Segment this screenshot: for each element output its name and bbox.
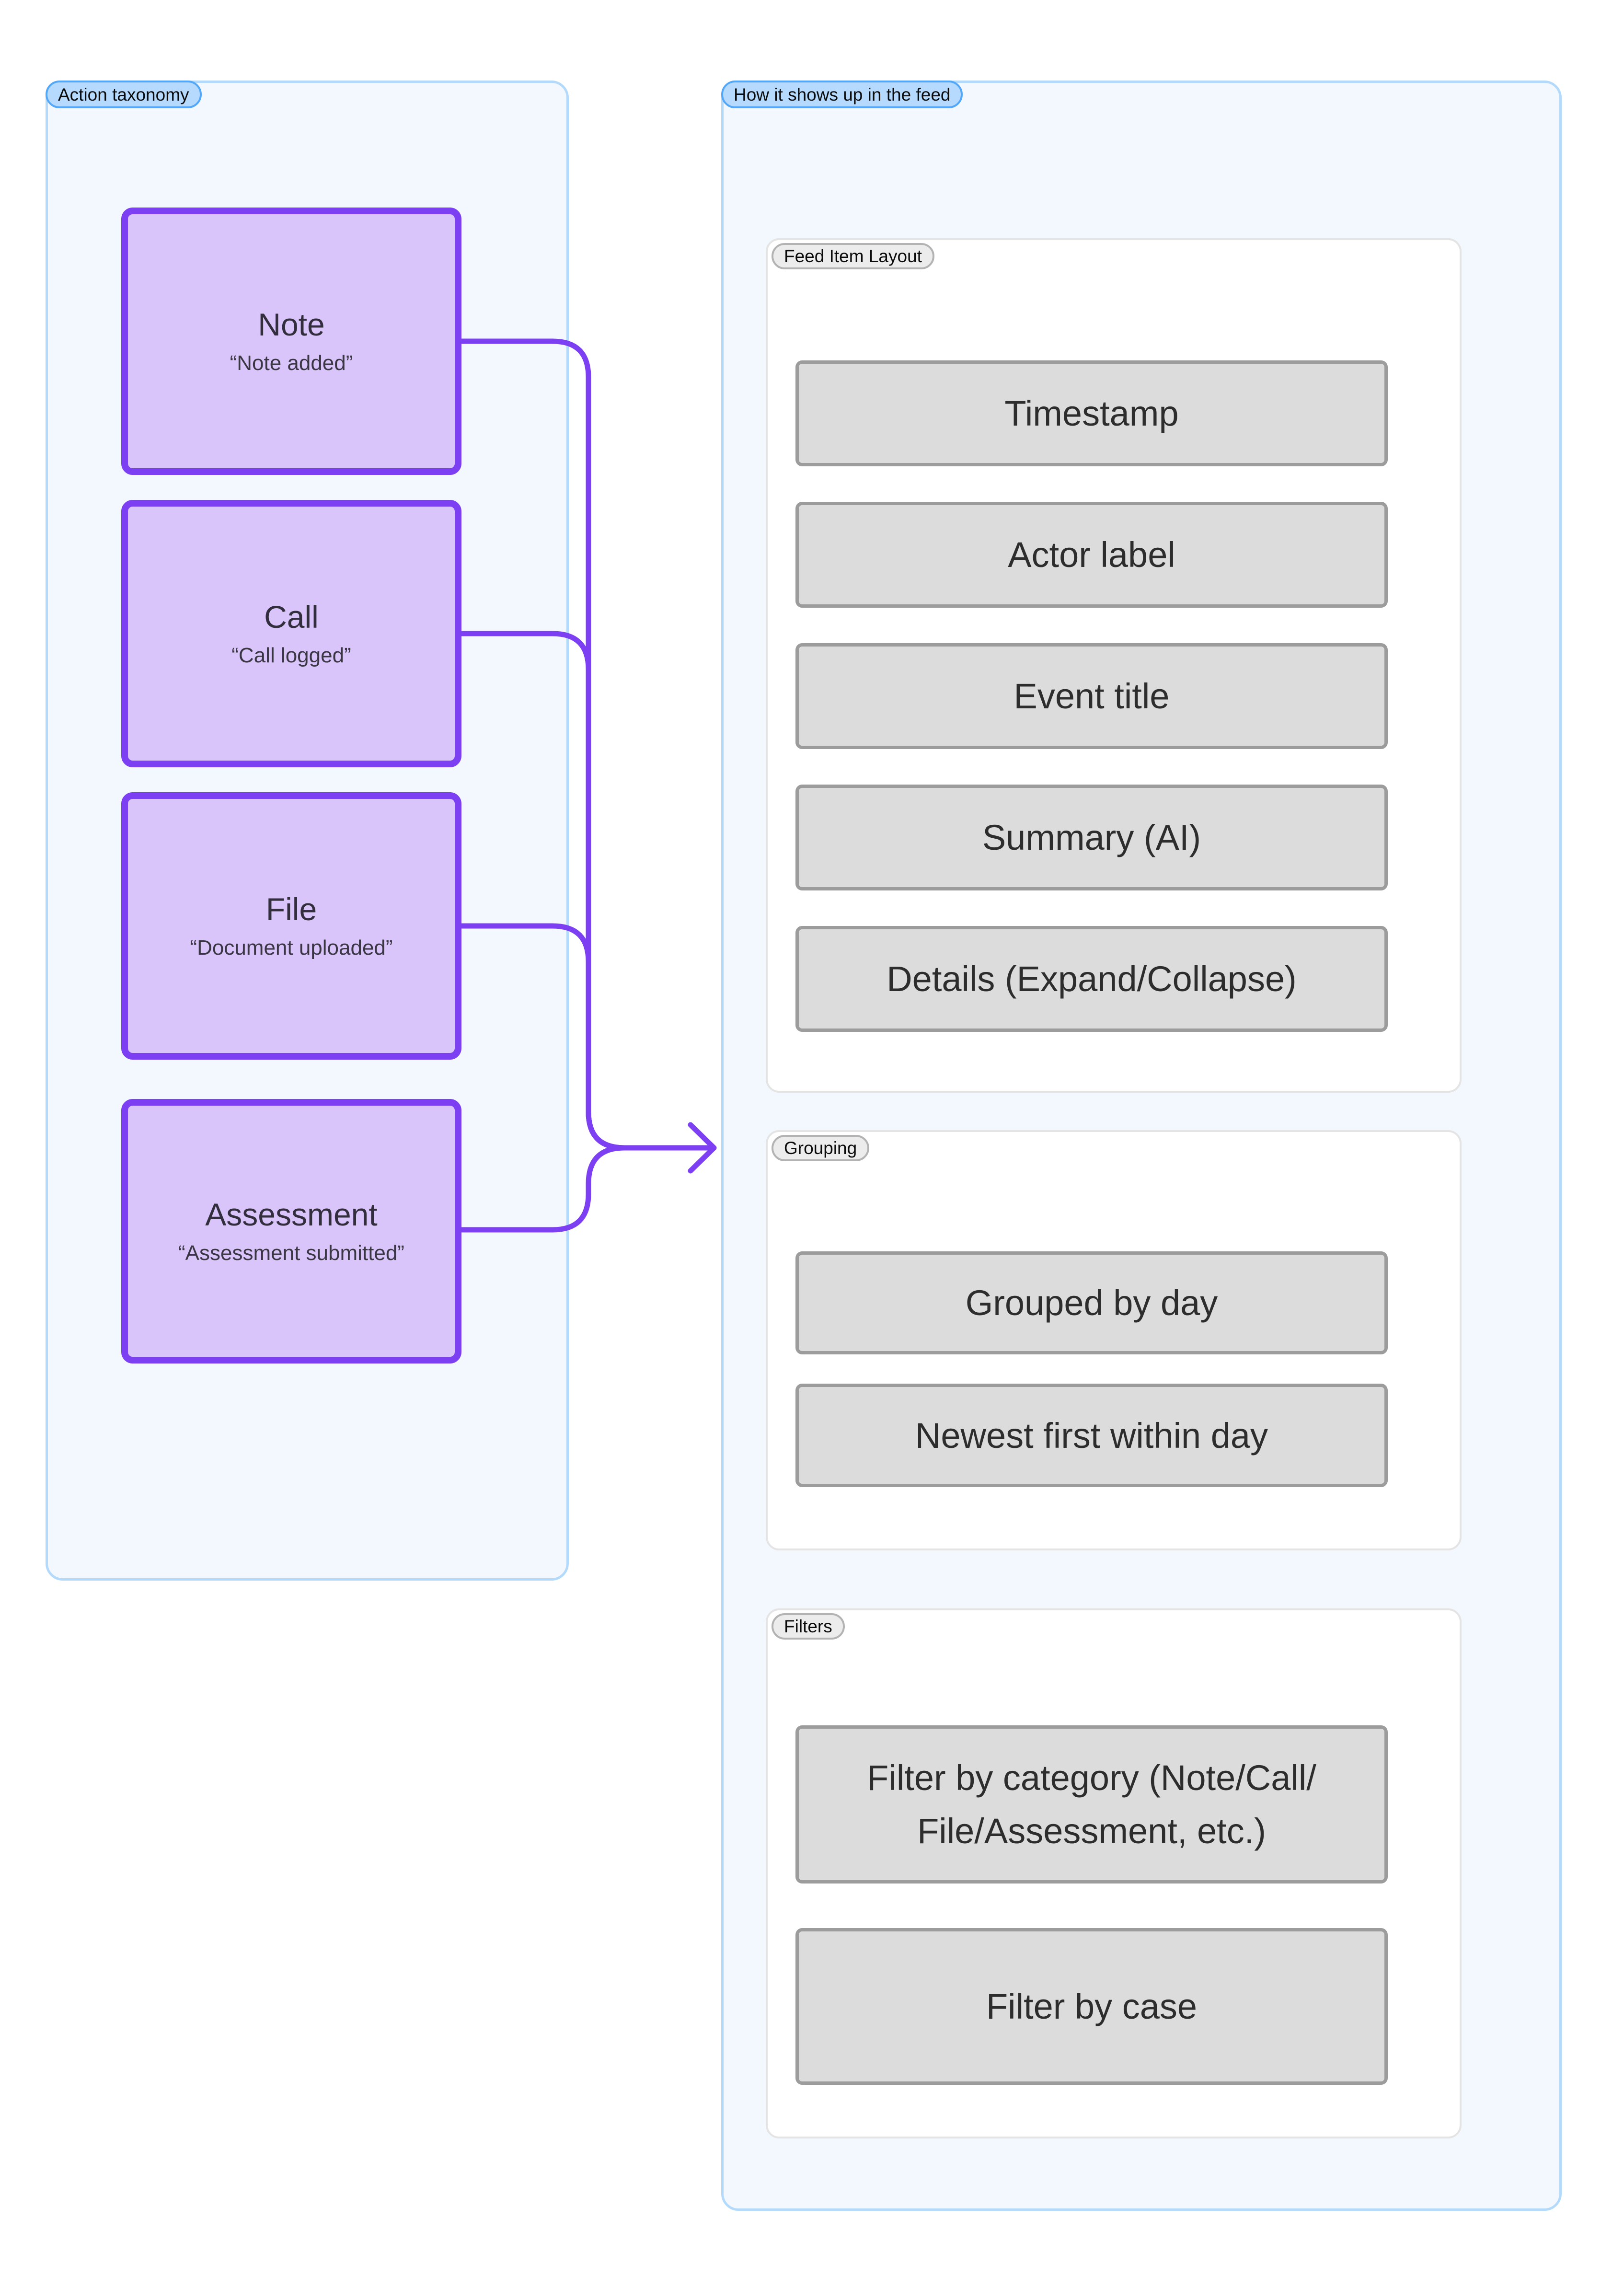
- slot-text: Filter by case: [986, 1987, 1198, 2026]
- connector-assessment-to-feed[interactable]: [459, 1145, 627, 1233]
- slot-filter-by-case[interactable]: Filter by case: [795, 1928, 1388, 2085]
- slot-filter-by-category[interactable]: Filter by category (Note/Call/​File/Asse…: [795, 1725, 1388, 1884]
- node-file[interactable]: File “Document uploaded”: [121, 792, 461, 1060]
- node-subtitle: “Note added”: [230, 351, 353, 375]
- slot-newest-first-within-day[interactable]: Newest first within day: [795, 1384, 1388, 1487]
- node-title: Call: [264, 599, 319, 635]
- node-title: File: [265, 891, 317, 927]
- card-label-text: Feed Item Layout: [784, 246, 922, 266]
- card-label-text: Filters: [784, 1617, 832, 1636]
- node-subtitle: “Assessment submitted”: [178, 1241, 404, 1265]
- frame-label-feed[interactable]: How it shows up in the feed: [721, 81, 963, 108]
- slot-text: Newest first within day: [915, 1415, 1268, 1456]
- card-label-grouping[interactable]: Grouping: [772, 1135, 870, 1161]
- slot-summary-ai[interactable]: Summary (AI): [795, 785, 1388, 890]
- slot-text: Event title: [1014, 676, 1170, 716]
- frame-label-text: Action taxonomy: [58, 84, 189, 104]
- slot-text: Grouped by day: [965, 1283, 1218, 1323]
- slot-text: Timestamp: [1004, 393, 1179, 433]
- card-label-filters[interactable]: Filters: [772, 1613, 845, 1640]
- card-filters[interactable]: Filters Filter by category (Note/Call/​F…: [766, 1608, 1462, 2138]
- card-label-feed-item-layout[interactable]: Feed Item Layout: [772, 243, 934, 269]
- slot-text: Summary (AI): [982, 818, 1201, 857]
- slot-grouped-by-day[interactable]: Grouped by day: [795, 1251, 1388, 1354]
- node-title: Assessment: [205, 1197, 378, 1232]
- arrowhead-icon: [688, 1122, 717, 1174]
- slot-event-title[interactable]: Event title: [795, 643, 1388, 749]
- slot-text: Details (Expand/Collapse): [887, 959, 1297, 999]
- node-subtitle: “Call logged”: [231, 644, 351, 667]
- frame-feed-behavior[interactable]: How it shows up in the feed Feed Item La…: [721, 81, 1562, 2211]
- node-title: Note: [258, 307, 325, 342]
- slot-timestamp[interactable]: Timestamp: [795, 360, 1388, 466]
- node-call[interactable]: Call “Call logged”: [121, 500, 461, 767]
- node-assessment[interactable]: Assessment “Assessment submitted”: [121, 1099, 461, 1364]
- slot-text: Filter by category (Note/Call/​File/Asse…: [867, 1758, 1316, 1851]
- node-note[interactable]: Note “Note added”: [121, 208, 461, 475]
- connector-file-to-feed[interactable]: [459, 923, 627, 1151]
- frame-label-text: How it shows up in the feed: [734, 84, 951, 104]
- slot-actor-label[interactable]: Actor label: [795, 502, 1388, 608]
- slot-text: Actor label: [1008, 535, 1175, 575]
- frame-label-action-taxonomy[interactable]: Action taxonomy: [46, 81, 202, 108]
- card-label-text: Grouping: [784, 1138, 857, 1158]
- card-feed-item-layout[interactable]: Feed Item Layout Timestamp Actor label E…: [766, 238, 1462, 1093]
- node-subtitle: “Document uploaded”: [190, 936, 393, 959]
- card-grouping[interactable]: Grouping Grouped by day Newest first wit…: [766, 1130, 1462, 1550]
- frame-action-taxonomy[interactable]: Action taxonomy Note “Note added” Call “…: [46, 81, 569, 1581]
- slot-details-expand-collapse[interactable]: Details (Expand/Collapse): [795, 926, 1388, 1032]
